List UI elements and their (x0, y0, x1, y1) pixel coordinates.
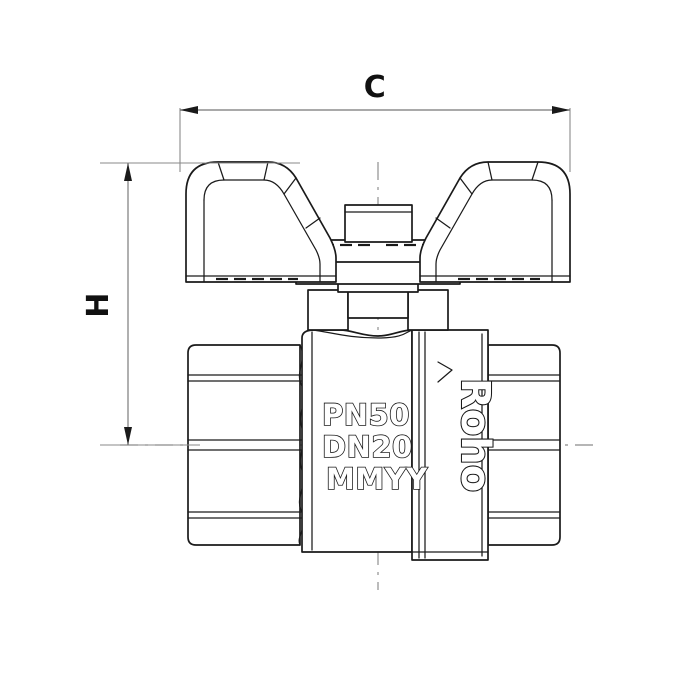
dim-c-label: C (364, 70, 387, 105)
marking-dn: DN20 (322, 430, 413, 464)
dimension-c: C (179, 70, 571, 172)
dim-h-label: H (81, 292, 116, 318)
brand-logo-text: Roho (452, 378, 498, 492)
left-handle-wing (185, 161, 337, 283)
marking-pn: PN50 (322, 398, 410, 432)
dim-h-arrow-top (124, 163, 132, 181)
marking-date-code: MMYY (326, 462, 428, 496)
right-port-end (487, 344, 561, 546)
dim-h-arrow-bottom (124, 427, 132, 445)
dim-c-arrow-right (552, 106, 570, 114)
dim-c-arrow-left (180, 106, 198, 114)
gland-left-sleeve (307, 289, 349, 331)
union-nut (411, 329, 489, 561)
brand-mark-icon (437, 361, 453, 383)
gland-right-sleeve (407, 289, 449, 331)
right-handle-wing (419, 161, 571, 283)
valve-body (301, 329, 413, 553)
stem-nut (344, 204, 413, 243)
stem-assembly (295, 204, 461, 331)
body-markings: PN50 DN20 MMYY Roho (321, 361, 499, 497)
left-port-end (187, 344, 306, 546)
dimension-h: H (81, 162, 300, 446)
